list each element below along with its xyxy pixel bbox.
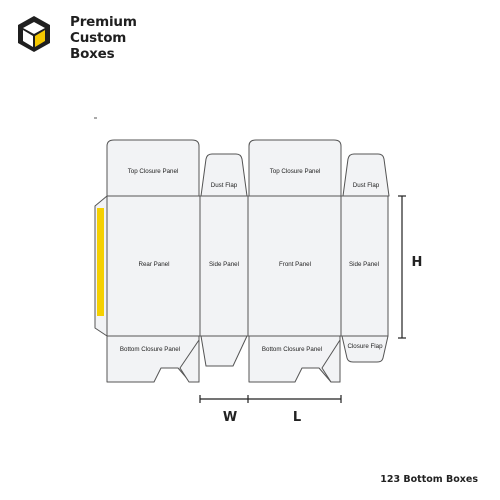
glue-strip: [97, 208, 104, 316]
side-panel-left: [199, 195, 249, 337]
label-top-closure-left: Top Closure Panel: [128, 168, 179, 175]
closure-flap: [341, 335, 389, 363]
label-side-panel-right: Side Panel: [349, 261, 379, 268]
bottom-flap-left: [200, 335, 248, 367]
label-front-panel: Front Panel: [279, 261, 311, 268]
height-dimension-line: [398, 195, 406, 339]
box-cube-icon: [18, 16, 50, 52]
footer-caption: 123 Bottom Boxes: [380, 474, 478, 485]
label-bottom-closure-left: Bottom Closure Panel: [120, 346, 180, 353]
label-top-closure-right: Top Closure Panel: [270, 168, 321, 175]
brand-name-line2: Boxes: [70, 46, 115, 62]
label-rear-panel: Rear Panel: [139, 261, 170, 268]
height-label: H: [412, 255, 423, 270]
length-label: L: [293, 410, 301, 425]
bottom-closure-tab-left: [179, 339, 200, 383]
width-label: W: [223, 410, 237, 425]
brand-name: Premium Custom Boxes: [70, 14, 184, 62]
top-closure-panel-left: [106, 139, 200, 197]
top-closure-panel-right: [248, 139, 342, 197]
dust-flap-right: [342, 153, 390, 197]
brand-logo[interactable]: Premium Custom Boxes: [14, 14, 184, 62]
width-length-dimension-line: [199, 395, 342, 403]
bottom-closure-tab-right: [321, 339, 341, 383]
label-bottom-closure-right: Bottom Closure Panel: [262, 346, 322, 353]
label-dust-flap-left: Dust Flap: [211, 182, 238, 189]
label-dust-flap-right: Dust Flap: [353, 182, 380, 189]
front-panel: [247, 195, 342, 337]
label-side-panel-left: Side Panel: [209, 261, 239, 268]
brand-name-line1: Premium Custom: [70, 14, 137, 46]
label-closure-flap: Closure Flap: [347, 343, 383, 350]
dust-flap-left: [200, 153, 248, 197]
